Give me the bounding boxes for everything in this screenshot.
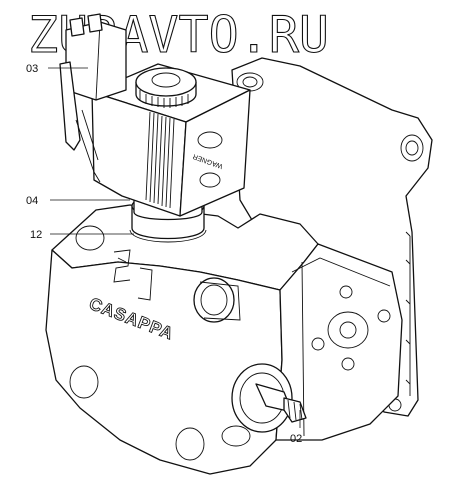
- pump-body: CASAPPA: [45, 204, 403, 475]
- solenoid-coil: WAGNER: [91, 63, 251, 217]
- leader-lines: [48, 67, 301, 428]
- callout-12: 12: [30, 229, 42, 241]
- relief-valve: [221, 363, 307, 447]
- rear-port-pattern: [311, 285, 391, 371]
- electrical-connector: [59, 13, 127, 183]
- casappa-logo-mark: [113, 249, 153, 301]
- callout-02: 02: [290, 433, 302, 445]
- callout-04: 04: [26, 195, 38, 207]
- side-port: [193, 277, 241, 323]
- callout-03: 03: [26, 63, 38, 75]
- coil-nut: [135, 67, 197, 108]
